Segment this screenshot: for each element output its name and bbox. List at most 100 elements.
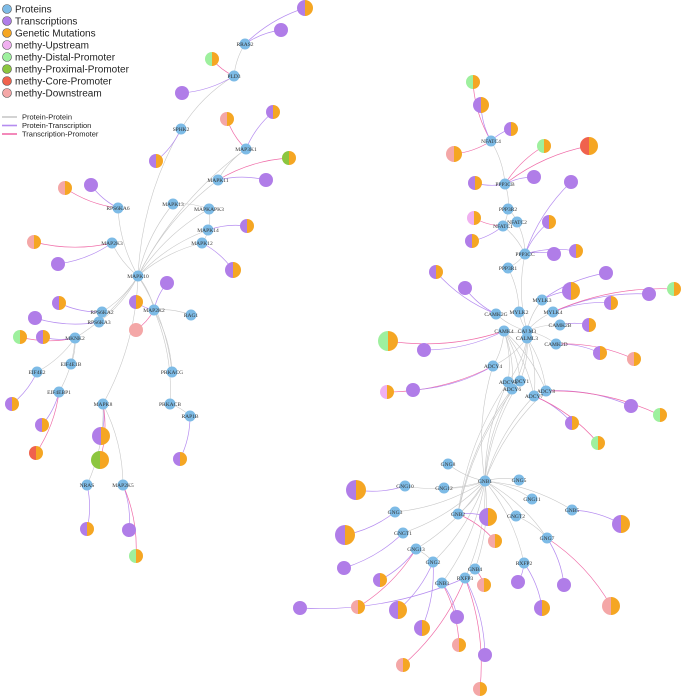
state-node[interactable] [129,323,143,337]
protein-node[interactable]: ADCY4 [484,360,503,372]
protein-node[interactable]: MAP2K5 [112,479,134,491]
state-node[interactable] [175,86,189,100]
state-node[interactable] [504,122,518,136]
state-node[interactable] [337,561,351,575]
protein-node[interactable]: NRAS [80,479,95,491]
protein-node[interactable]: MAP2K2 [143,304,165,316]
protein-node[interactable]: MAPK8 [94,398,113,410]
state-node[interactable] [84,178,98,192]
state-node[interactable] [429,265,443,279]
protein-node[interactable]: CAMK4 [494,325,514,337]
protein-node[interactable]: RAP1B [181,410,199,422]
protein-node[interactable]: GNG12 [435,482,453,494]
state-node[interactable] [28,311,42,325]
protein-node[interactable]: MYLK2 [510,306,529,318]
state-node[interactable] [129,549,143,563]
state-node[interactable] [173,452,187,466]
state-node[interactable] [35,418,49,432]
protein-node[interactable]: GNG3 [388,506,403,518]
state-node[interactable] [417,343,431,357]
protein-node[interactable]: RRAS2 [236,38,254,50]
state-node[interactable] [52,296,66,310]
protein-node[interactable]: RXFP3 [457,572,474,584]
state-node[interactable] [129,295,143,309]
protein-node[interactable]: NFATC2 [507,216,527,228]
state-node[interactable] [122,523,136,537]
protein-node[interactable]: RXFP2 [516,557,533,569]
protein-node[interactable]: PRKACB [159,398,181,410]
protein-node[interactable]: PPP3CC [515,248,535,260]
protein-node[interactable]: GNB3 [435,577,450,589]
state-node[interactable] [653,408,667,422]
protein-node[interactable]: GNG7 [540,532,555,544]
protein-node[interactable]: ADCY1 [511,375,530,387]
state-node[interactable] [266,105,280,119]
state-node[interactable] [473,682,487,696]
state-node[interactable] [378,331,398,351]
state-node[interactable] [488,534,502,548]
state-node[interactable] [458,281,472,295]
state-node[interactable] [297,0,313,16]
state-node[interactable] [527,170,541,184]
state-node[interactable] [58,181,72,195]
state-node[interactable] [335,525,355,545]
state-node[interactable] [406,383,420,397]
protein-node[interactable]: CAMK2B [549,319,572,331]
state-node[interactable] [569,244,583,258]
state-node[interactable] [91,451,109,469]
state-node[interactable] [274,23,288,37]
protein-node[interactable]: EIF4E1B [61,358,82,370]
state-node[interactable] [259,173,273,187]
protein-node[interactable]: MAPKAPK3 [194,203,224,215]
protein-node[interactable]: ADCY8 [537,385,556,397]
state-node[interactable] [602,597,620,615]
protein-node[interactable]: NFATC4 [481,135,501,147]
state-node[interactable] [511,575,525,589]
state-node[interactable] [13,330,27,344]
state-node[interactable] [477,578,491,592]
protein-node[interactable]: PPP3CB [495,178,515,190]
state-node[interactable] [92,427,110,445]
state-node[interactable] [542,215,556,229]
protein-node[interactable]: GNG5 [512,474,527,486]
state-node[interactable] [565,416,579,430]
state-node[interactable] [537,139,551,153]
state-node[interactable] [593,346,607,360]
protein-node[interactable]: RPS6KA3 [87,316,111,328]
protein-node[interactable]: EIF4EBP1 [47,386,71,398]
state-node[interactable] [346,480,366,500]
protein-node[interactable]: CAMK2G [484,308,508,320]
state-node[interactable] [380,385,394,399]
protein-node[interactable]: MKNK2 [65,332,85,344]
state-node[interactable] [446,146,462,162]
state-node[interactable] [373,573,387,587]
state-node[interactable] [466,75,480,89]
protein-node[interactable]: PRKACG [161,366,183,378]
state-node[interactable] [389,601,407,619]
state-node[interactable] [414,620,430,636]
state-node[interactable] [624,399,638,413]
state-node[interactable] [27,235,41,249]
protein-node[interactable]: MAPK12 [191,237,213,249]
protein-node[interactable]: GNGT2 [507,510,525,522]
protein-node[interactable]: GNB1 [478,475,493,487]
protein-node[interactable]: PLD3 [227,70,241,82]
protein-node[interactable]: ADCY7 [525,390,544,402]
protein-node[interactable]: MAPK13 [162,198,184,210]
state-node[interactable] [478,648,492,662]
protein-node[interactable]: PPP3R2 [499,203,518,215]
protein-node[interactable]: GNB4 [468,563,483,575]
protein-node[interactable]: MAPK10 [127,270,149,282]
state-node[interactable] [562,282,580,300]
protein-node[interactable]: PPP3R1 [499,262,518,274]
protein-node[interactable]: NFATC1 [493,220,513,232]
protein-node[interactable]: MAPK14 [197,224,219,236]
state-node[interactable] [557,578,571,592]
state-node[interactable] [547,247,561,261]
state-node[interactable] [612,515,630,533]
state-node[interactable] [36,330,50,344]
protein-node[interactable]: GNG11 [523,493,541,505]
protein-node[interactable]: CALML3 [516,332,538,344]
state-node[interactable] [642,287,656,301]
protein-node[interactable]: EIF4E2 [28,366,46,378]
